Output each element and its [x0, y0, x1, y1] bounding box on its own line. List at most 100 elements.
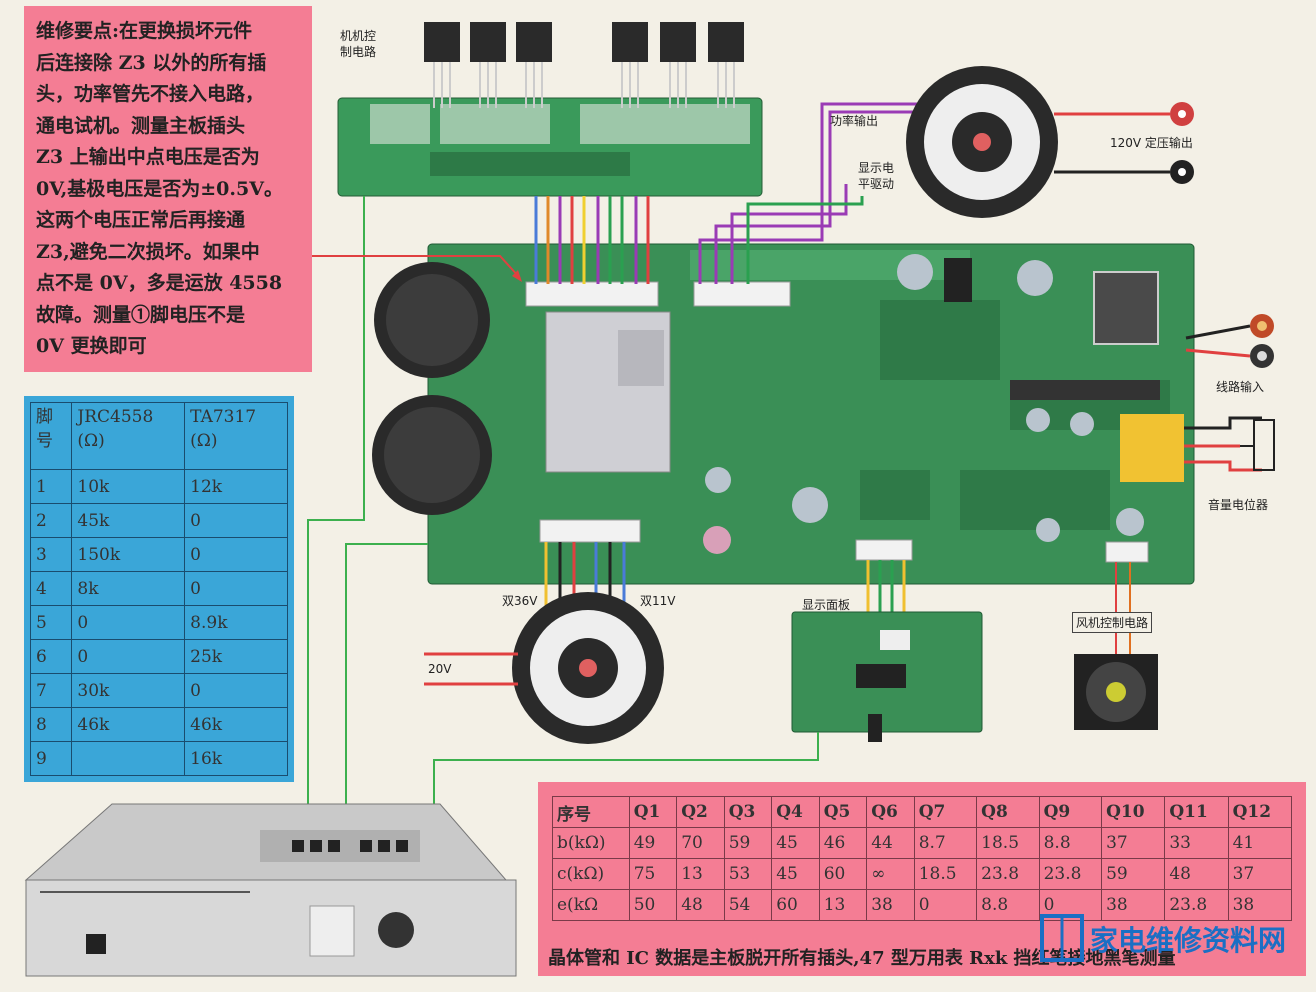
pin-table-cell: 9	[29, 741, 73, 776]
label-fan-machine-control: 机机控 制电路	[340, 29, 377, 59]
pin-table-cell: 0	[71, 639, 186, 674]
transistor-table-cell: 8.8	[976, 889, 1040, 921]
transistor-table-cell: 41	[1227, 827, 1293, 859]
transistor-table-cell: Q7	[913, 796, 978, 828]
transistor-table-cell: 60	[771, 889, 820, 921]
transistor-table-cell: Q3	[723, 796, 773, 828]
note-line: Z3 上输出中点电压是否为	[36, 146, 260, 168]
table-row: 9 16k	[29, 741, 288, 776]
note-line: 后连接除 Z3 以外的所有插	[36, 51, 267, 74]
note-line: 头，功率管先不接入电路，	[36, 83, 265, 105]
logo-text: 家电维修资料网	[1090, 924, 1286, 957]
transistor-table-cell: 49	[628, 827, 678, 859]
site-logo: 家电维修资料网	[1040, 912, 1310, 968]
transistor-table-cell: 23.8	[976, 858, 1040, 890]
note-line: 这两个电压正常后再接通	[36, 209, 246, 231]
pin-table-cell: 0	[184, 503, 288, 538]
pin-table-cell: 8.9k	[184, 605, 288, 640]
transistor-table-cell: 38	[866, 889, 915, 921]
transistor-table-cell: Q2	[676, 796, 725, 828]
transistor-table-cell: 18.5	[976, 827, 1040, 859]
transistor-table-cell: 45	[771, 827, 820, 859]
pin-table-cell: 12k	[184, 469, 288, 504]
label-power-output: 功率输出	[830, 114, 879, 128]
transistor-table-cell: 59	[1101, 858, 1166, 890]
pin-table-cell: 6	[29, 639, 73, 674]
pin-table-header: 脚号	[29, 402, 73, 470]
transistor-table-cell: 23.8	[1164, 889, 1229, 921]
pin-table-cell: 25k	[184, 639, 288, 674]
pin-table-cell: 0	[184, 673, 288, 708]
transistor-table-cell: Q12	[1227, 796, 1293, 828]
pin-table-cell: 8	[29, 707, 73, 742]
note-line: 故障。测量①脚电压不是	[36, 303, 246, 326]
transistor-table-cell: b(kΩ)	[552, 827, 630, 859]
transistor-table-cell: 13	[818, 889, 868, 921]
note-line: 维修要点:在更换损坏元件	[36, 20, 253, 42]
transistor-table-cell: 48	[1164, 858, 1229, 890]
label-dual-11v: 双11V	[640, 594, 676, 608]
transistor-table-cell: Q8	[976, 796, 1040, 828]
transistor-table-cell: 48	[676, 889, 725, 921]
pin-table-cell: 3	[29, 537, 73, 572]
transistor-table-cell: 38	[1227, 889, 1293, 921]
transistor-table-cell: 45	[771, 858, 820, 890]
transistor-table-cell: 33	[1164, 827, 1229, 859]
transistor-table-cell: c(kΩ)	[552, 858, 630, 890]
transistor-table-cell: 38	[1101, 889, 1166, 921]
pin-table-cell: 0	[71, 605, 186, 640]
transistor-icon	[424, 22, 744, 108]
transistor-table-cell: Q4	[771, 796, 820, 828]
note-line: 通电试机。测量主板插头	[36, 114, 246, 137]
label-fan-control: 风机控制电路	[1072, 612, 1153, 633]
label-fixed-voltage-output: 120V 定压输出	[1110, 136, 1193, 150]
transistor-table-cell: 54	[723, 889, 773, 921]
transistor-table-cell: 37	[1227, 858, 1293, 890]
label-volume-pot: 音量电位器	[1208, 498, 1269, 512]
pin-table-cell: 10k	[71, 469, 186, 504]
rca-jack-icon	[1250, 314, 1274, 368]
transistor-table-cell: Q5	[818, 796, 868, 828]
pin-table-cell: 16k	[184, 741, 288, 776]
label-display-drive: 显示电 平驱动	[858, 161, 895, 191]
transistor-table-cell: ∞	[866, 858, 915, 890]
transistor-table-caption: 晶体管和 IC 数据是主板脱开所有插头,47 型万用表 Rxk 挡红笔接地黑笔测…	[548, 948, 1176, 969]
repair-note: 维修要点:在更换损坏元件后连接除 Z3 以外的所有插头，功率管先不接入电路， 通电…	[24, 6, 312, 372]
transistor-table-cell: Q9	[1038, 796, 1103, 828]
transistor-table-cell: Q6	[866, 796, 915, 828]
label-display-panel: 显示面板	[802, 598, 851, 612]
pin-table-cell: 150k	[71, 537, 186, 572]
transistor-table-cell: Q11	[1164, 796, 1229, 828]
transistor-table-cell: 13	[676, 858, 725, 890]
pin-table-header: JRC4558 (Ω)	[71, 402, 186, 470]
label-20v: 20V	[428, 662, 452, 676]
transistor-table-cell: 8.7	[913, 827, 978, 859]
transistor-table-cell: Q10	[1101, 796, 1166, 828]
pin-table-cell: 7	[29, 673, 73, 708]
large-capacitor-icon	[372, 262, 492, 515]
transistor-table-cell: 53	[723, 858, 773, 890]
transistor-table-cell: 44	[866, 827, 915, 859]
pin-table-cell: 46k	[184, 707, 288, 742]
transistor-table-cell: 70	[676, 827, 725, 859]
note-line: 0V,基极电压是否为±0.5V。	[36, 177, 283, 200]
note-line: Z3,避免二次损坏。如果中	[36, 240, 260, 263]
amplifier-chassis-icon	[24, 803, 517, 977]
transistor-table-cell: 18.5	[913, 858, 978, 890]
note-line: 0V 更换即可	[36, 335, 147, 357]
transistor-table-cell: e(kΩ	[552, 889, 630, 921]
transistor-table-cell: 0	[913, 889, 978, 921]
transistor-table-cell: Q1	[628, 796, 678, 828]
